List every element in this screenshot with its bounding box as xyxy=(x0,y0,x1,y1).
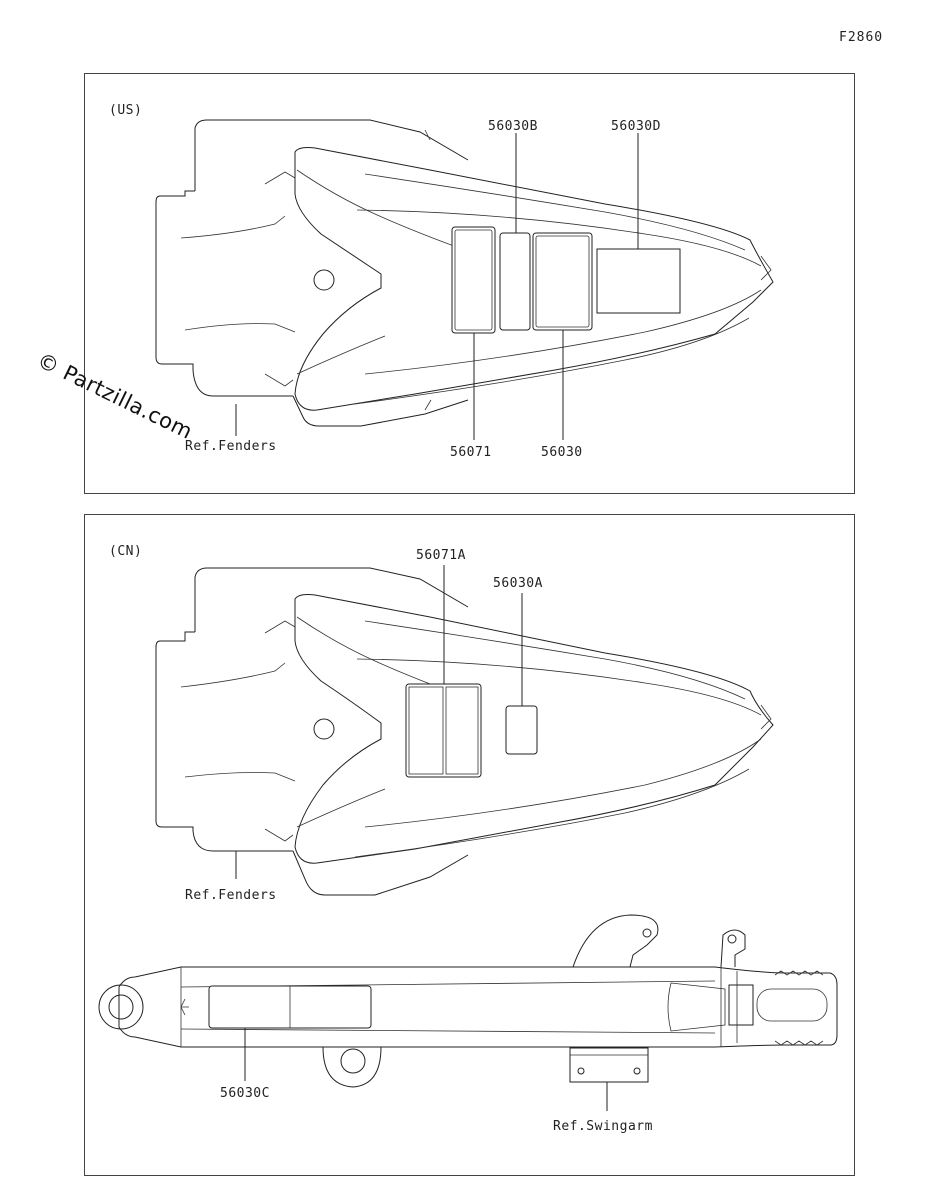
callout-56030d: 56030D xyxy=(611,119,661,134)
figure-id: F2860 xyxy=(839,30,884,45)
panel-cn: (CN) 56071A 56030A xyxy=(84,514,855,1176)
decal-56071 xyxy=(451,226,496,334)
panel-us: (US) xyxy=(84,73,855,494)
callout-ref-fenders-us: Ref.Fenders xyxy=(185,439,277,454)
region-label-cn: (CN) xyxy=(109,544,142,559)
callout-56030c: 56030C xyxy=(220,1086,270,1101)
mount-hole-cn xyxy=(313,718,335,740)
rear-fender-drawing xyxy=(155,119,774,427)
decal-56071a xyxy=(405,683,482,778)
callout-ref-fenders-cn: Ref.Fenders xyxy=(185,888,277,903)
cn-fender-swingarm-diagram: (CN) 56071A 56030A xyxy=(98,544,838,1134)
decal-56030a xyxy=(505,705,538,755)
callout-56030: 56030 xyxy=(541,445,583,460)
mount-hole xyxy=(313,269,335,291)
callout-ref-swingarm: Ref.Swingarm xyxy=(553,1119,653,1134)
callout-56030a: 56030A xyxy=(493,576,543,591)
us-fender-diagram: (US) xyxy=(109,103,774,460)
callout-56071: 56071 xyxy=(450,445,492,460)
decal-56030b xyxy=(499,232,531,331)
decal-56030d xyxy=(596,248,681,314)
callout-56071a: 56071A xyxy=(416,548,466,563)
decal-56030 xyxy=(532,232,593,331)
callout-56030b: 56030B xyxy=(488,119,538,134)
region-label-us: (US) xyxy=(109,103,142,118)
rear-fender-drawing-cn xyxy=(155,567,774,896)
